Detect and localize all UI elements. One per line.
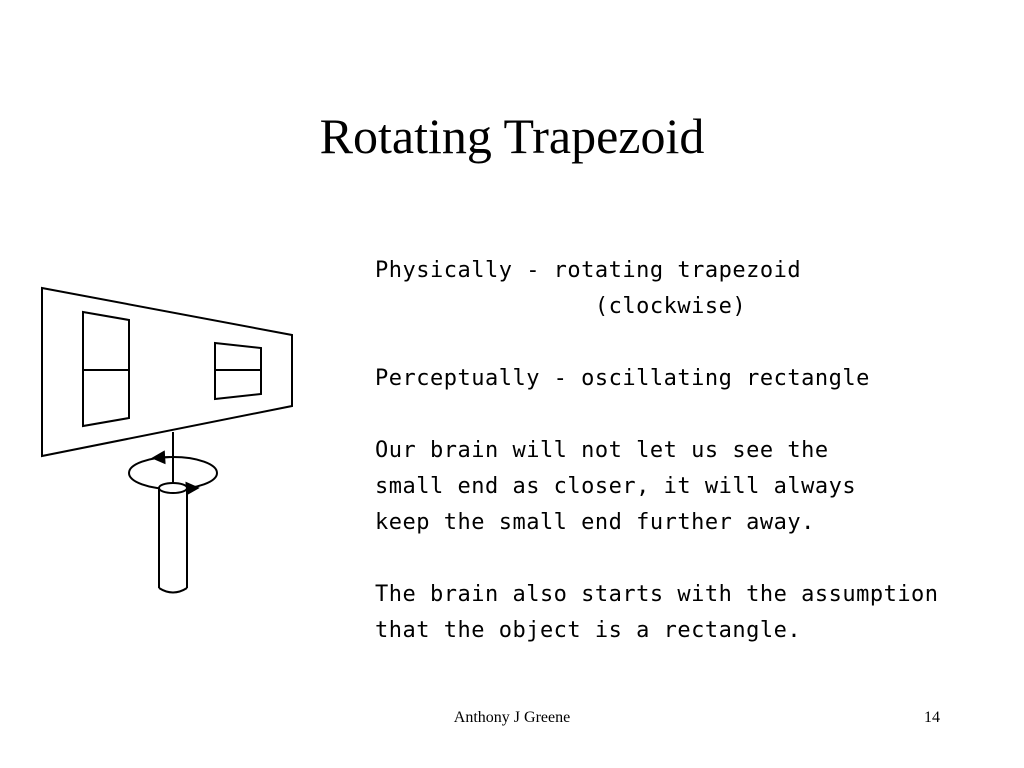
rotation-arrow-left — [151, 450, 171, 465]
footer-author: Anthony J Greene — [453, 709, 571, 726]
post-bottom — [158, 587, 188, 594]
body-text: Physically - rotating trapezoid (clockwi… — [375, 253, 995, 649]
large-window — [82, 310, 130, 428]
body-line: (clockwise) — [375, 294, 747, 319]
rotating-trapezoid-illustration — [41, 286, 293, 594]
body-line — [375, 325, 995, 361]
trapezoid-outline — [41, 286, 293, 458]
body-line: small end as closer, it will always — [375, 474, 857, 499]
body-line: Our brain will not let us see the — [375, 438, 829, 463]
small-window — [214, 341, 262, 401]
slide-title: Rotating Trapezoid — [319, 108, 705, 164]
body-line: Physically - rotating trapezoid — [375, 258, 802, 283]
body-line: Perceptually - oscillating rectangle — [375, 366, 870, 391]
body-line: that the object is a rectangle. — [375, 618, 802, 643]
body-line: keep the small end further away. — [375, 510, 815, 535]
page-number: 14 — [924, 709, 940, 726]
post-top — [158, 482, 188, 494]
body-line — [375, 541, 995, 577]
body-line: The brain also starts with the assumptio… — [375, 582, 939, 607]
body-line — [375, 397, 995, 433]
